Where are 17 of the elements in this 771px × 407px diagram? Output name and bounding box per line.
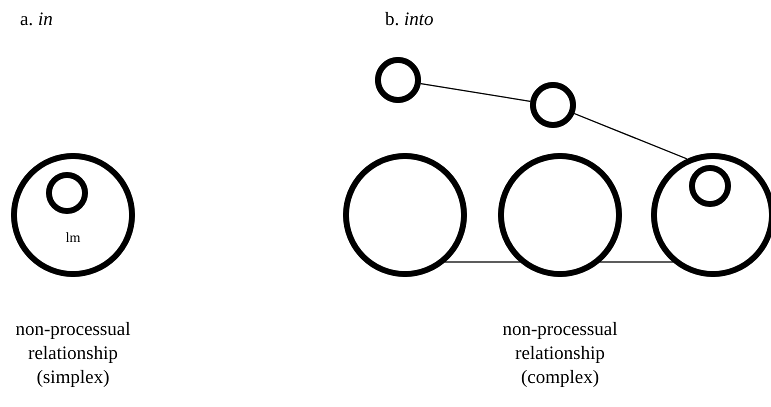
large-circle: [651, 153, 771, 277]
circle-label: lm: [66, 231, 80, 247]
small-circle: [46, 172, 88, 214]
caption-text: non-processual relationship (complex): [501, 318, 619, 390]
connecting-line: [420, 83, 530, 102]
large-circle: [11, 153, 135, 277]
panel-heading: a. in: [20, 8, 53, 32]
caption-text: non-processual relationship (simplex): [14, 318, 132, 390]
large-circle: [343, 153, 467, 277]
small-circle: [375, 57, 421, 103]
connecting-line: [598, 261, 675, 263]
panel-heading: b. into: [385, 8, 434, 32]
small-circle: [530, 82, 576, 128]
connecting-line: [443, 261, 522, 263]
large-circle: [498, 153, 622, 277]
connecting-line: [574, 112, 688, 160]
small-circle: [689, 165, 731, 207]
